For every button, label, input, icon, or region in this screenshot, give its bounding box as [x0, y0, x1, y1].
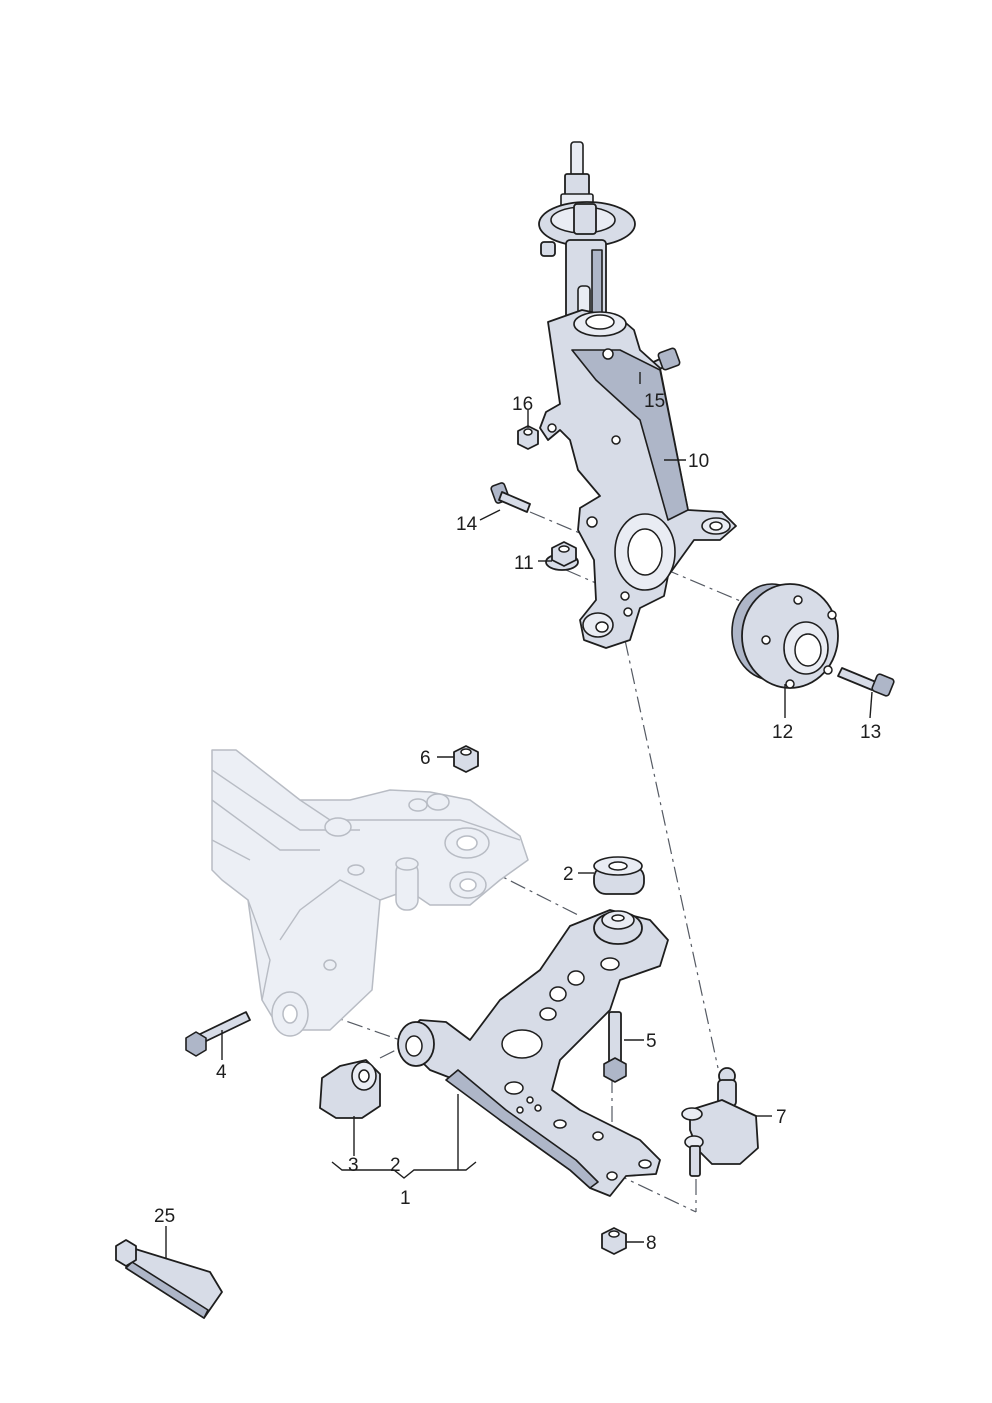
callout-15: 15: [644, 391, 665, 412]
callout-2-bottom: 2: [390, 1155, 401, 1176]
callout-14: 14: [456, 514, 478, 535]
callout-16: 16: [512, 394, 533, 415]
bolt-13: [837, 667, 895, 697]
front-bushing: [319, 1059, 381, 1119]
callout-3: 3: [348, 1155, 359, 1176]
callout-1: 1: [400, 1188, 411, 1209]
callout-13: 13: [860, 722, 881, 743]
steering-knuckle: [539, 309, 737, 649]
grease-tube: [115, 1239, 223, 1319]
callout-10: 10: [688, 451, 709, 472]
control-arm: [397, 909, 669, 1197]
leader-lines: [165, 372, 873, 1258]
nut-6: [453, 745, 479, 773]
callout-5: 5: [646, 1031, 657, 1052]
callout-7: 7: [776, 1107, 787, 1128]
subframe: [211, 749, 529, 1037]
bolt-5: [603, 1011, 627, 1083]
bolt-4: [185, 1011, 251, 1057]
callout-11: 11: [514, 553, 534, 574]
wheel-hub: [731, 583, 839, 689]
callout-6: 6: [420, 748, 431, 769]
ball-joint: [681, 1067, 759, 1177]
callouts: 16 15 10 14 11 12 13 6 2 5 7 8 4 3 2 1 2…: [154, 391, 881, 1254]
nut-11: [545, 541, 579, 571]
callout-8: 8: [646, 1233, 657, 1254]
nut-8: [601, 1227, 627, 1255]
rear-bushing: [593, 856, 645, 895]
callout-2-top: 2: [563, 864, 574, 885]
callout-25: 25: [154, 1206, 175, 1227]
callout-12: 12: [772, 722, 793, 743]
nut-16: [517, 425, 539, 450]
callout-4: 4: [216, 1062, 227, 1083]
bolt-14: [490, 482, 531, 513]
